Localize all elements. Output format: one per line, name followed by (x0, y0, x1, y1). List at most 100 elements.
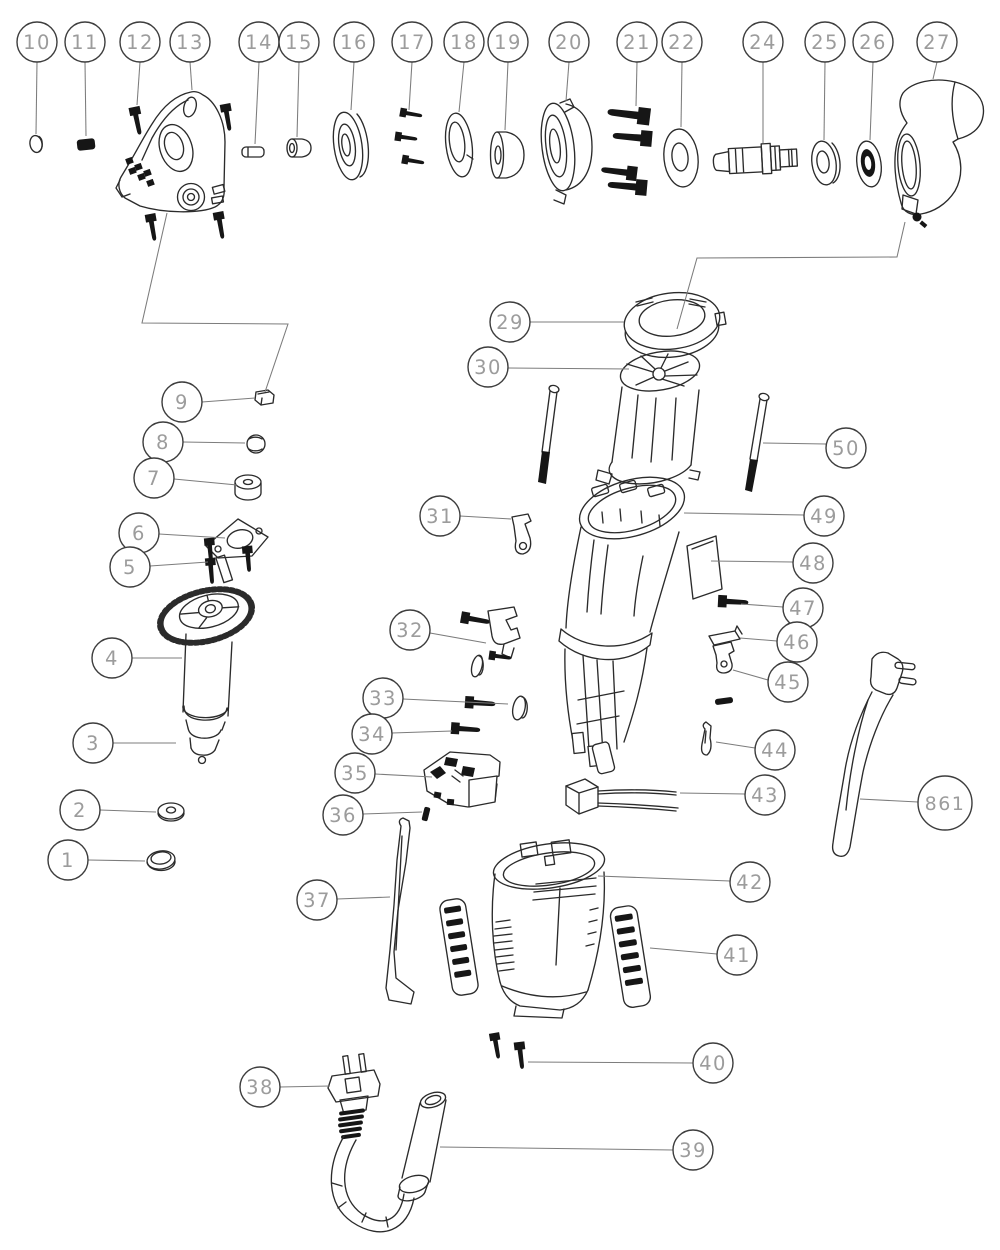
balloon-number-10: 10 (23, 31, 51, 54)
balloon-circle-35 (334, 752, 376, 794)
balloon-leader-lines (35, 61, 938, 1151)
balloon-number-46: 46 (783, 631, 811, 654)
balloon-number-20: 20 (555, 31, 583, 54)
part-41-vent-grilles-icon (439, 898, 652, 1008)
balloon-circle-15 (278, 21, 320, 63)
balloon-42: 42 (729, 861, 771, 903)
balloon-25: 25 (804, 21, 846, 63)
balloon-33: 33 (362, 677, 404, 719)
part-44-carbon-brush-icon (700, 721, 712, 756)
part-25-bearing-icon (811, 140, 841, 186)
balloon-leader-44 (715, 741, 756, 749)
balloon-leader-47 (740, 603, 784, 608)
balloon-leader-861 (859, 798, 919, 803)
part-33-screw-cap-icon (464, 695, 528, 721)
part-861-pin-wrench-icon (831, 651, 917, 857)
balloon-circle-9 (161, 381, 203, 423)
balloon-number-43: 43 (751, 784, 779, 807)
balloon-circle-37 (296, 879, 338, 921)
balloon-35: 35 (334, 752, 376, 794)
part-7-spacer-icon (234, 474, 262, 501)
balloon-circle-13 (169, 21, 211, 63)
balloon-number-12: 12 (126, 31, 154, 54)
part-24-spindle-shaft-icon (712, 142, 799, 175)
balloon-38: 38 (239, 1066, 281, 1108)
balloon-number-41: 41 (723, 944, 751, 967)
balloon-27: 27 (916, 21, 958, 63)
parts-artwork (29, 79, 985, 1233)
balloon-circle-32 (389, 609, 431, 651)
part-46-brush-cover-icon (708, 625, 743, 646)
balloon-7: 7 (133, 457, 175, 499)
balloon-number-47: 47 (789, 597, 817, 620)
balloon-leader-38 (279, 1085, 331, 1088)
balloon-number-31: 31 (426, 505, 454, 528)
balloon-number-39: 39 (679, 1139, 707, 1162)
balloon-number-48: 48 (799, 552, 827, 575)
balloon-leader-50 (762, 442, 827, 445)
balloon-leader-6 (158, 533, 226, 539)
balloon-circle-50 (825, 427, 867, 469)
part-47-screw-icon (717, 594, 749, 609)
balloon-number-21: 21 (623, 31, 651, 54)
balloon-49: 49 (803, 495, 845, 537)
balloon-number-9: 9 (175, 391, 189, 414)
balloon-leader-1 (87, 859, 146, 862)
balloon-20: 20 (548, 21, 590, 63)
balloon-19: 19 (487, 21, 529, 63)
assembly-line (141, 212, 289, 393)
part-29-retaining-ring-icon (623, 291, 727, 359)
balloon-circle-25 (804, 21, 846, 63)
part-6-flange-plate-icon (205, 518, 269, 559)
balloon-leader-16 (350, 61, 355, 111)
balloon-number-2: 2 (73, 799, 87, 822)
balloon-leader-33 (402, 698, 509, 705)
balloon-1: 1 (47, 839, 89, 881)
balloon-number-4: 4 (105, 647, 119, 670)
part-32-brush-assembly-icon (459, 606, 521, 678)
part-49-field-housing-icon (558, 476, 686, 775)
balloon-number-27: 27 (923, 31, 951, 54)
assembly-leader-lines (141, 212, 906, 393)
balloon-number-45: 45 (774, 671, 802, 694)
balloon-39: 39 (672, 1129, 714, 1171)
balloon-number-3: 3 (86, 732, 100, 755)
balloon-leader-32 (429, 632, 487, 644)
balloon-number-33: 33 (369, 687, 397, 710)
balloon-number-36: 36 (329, 804, 357, 827)
balloon-6: 6 (118, 512, 160, 554)
balloon-3: 3 (72, 722, 114, 764)
balloon-37: 37 (296, 879, 338, 921)
balloon-46: 46 (776, 621, 818, 663)
balloon-36: 36 (322, 794, 364, 836)
balloon-leader-7 (173, 478, 238, 486)
balloon-circle-38 (239, 1066, 281, 1108)
part-30-armature-icon (595, 350, 701, 485)
balloon-number-16: 16 (340, 31, 368, 54)
balloon-circle-27 (916, 21, 958, 63)
balloon-number-1: 1 (61, 849, 75, 872)
part-11-sleeve-icon (76, 138, 96, 151)
balloon-circle-46 (776, 621, 818, 663)
balloon-leader-26 (869, 61, 874, 141)
balloon-leader-5 (149, 561, 209, 567)
balloon-circle-4 (91, 637, 133, 679)
balloon-number-15: 15 (285, 31, 313, 54)
balloon-circle-30 (467, 346, 509, 388)
balloon-leader-8 (182, 441, 246, 444)
part-50-housing-bolts-icon (538, 384, 770, 492)
balloon-861: 861 (917, 775, 973, 831)
part-42-motor-housing-icon (491, 839, 606, 1019)
balloon-leader-42 (597, 875, 731, 882)
part-18-retainer-plate-icon (444, 112, 474, 178)
balloon-43: 43 (744, 774, 786, 816)
part-21-screws-icon (600, 103, 653, 196)
balloon-8: 8 (142, 421, 184, 463)
balloon-leader-21 (635, 61, 638, 107)
balloon-4: 4 (91, 637, 133, 679)
balloon-leader-22 (680, 61, 683, 128)
balloon-number-14: 14 (245, 31, 273, 54)
balloon-13: 13 (169, 21, 211, 63)
balloon-32: 32 (389, 609, 431, 651)
